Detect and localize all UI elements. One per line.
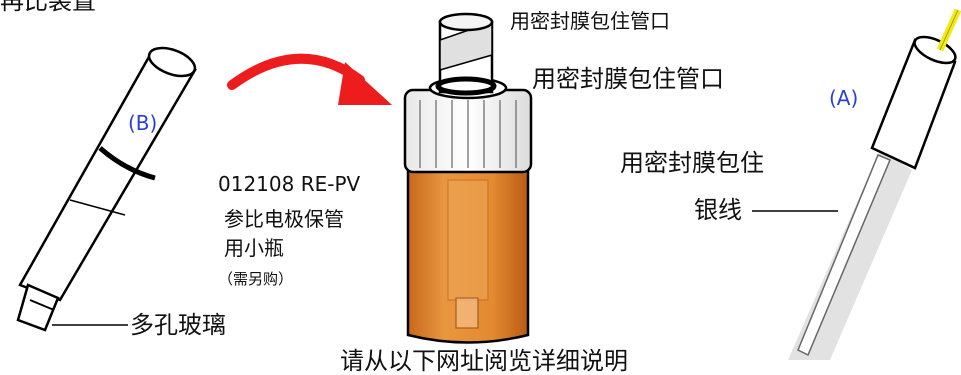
vial-inner-tube <box>447 179 489 301</box>
porous-glass-label: 多孔玻璃 <box>130 311 226 339</box>
seal-cap-main-label: 用密封膜包住管口 <box>532 65 724 93</box>
electrode-a <box>788 8 961 360</box>
electrode-b <box>16 46 197 332</box>
bottom-partial-label: 请从以下网址阅览详细说明 <box>340 347 628 375</box>
electrode-a-wire <box>936 8 961 52</box>
silver-wire-label: 银线 <box>694 196 742 224</box>
electrode-a-glass <box>797 154 891 357</box>
vial-name-line2-label: 用小瓶 <box>224 236 284 260</box>
electrode-b-seal-band <box>98 146 156 181</box>
marker-a: (A) <box>829 86 859 110</box>
vial-note-label: （需另购） <box>218 270 294 288</box>
top-left-partial-label: 再比装置 <box>0 0 96 15</box>
vial-seal-ring <box>435 76 497 96</box>
electrode-b-tip <box>16 283 60 332</box>
red-arrow <box>227 53 392 105</box>
vial-part-number-label: 012108 RE-PV <box>218 172 361 196</box>
electrode-b-top <box>147 46 197 78</box>
seal-wrap-label: 用密封膜包住 <box>620 149 764 177</box>
vial-name-line1-label: 参比电极保管 <box>224 207 344 231</box>
electrode-b-body <box>18 53 197 302</box>
vial <box>403 12 533 344</box>
marker-b: (B) <box>128 111 158 135</box>
vial-inner-tip <box>455 297 479 329</box>
seal-cap-top-label: 用密封膜包住管口 <box>510 9 670 33</box>
